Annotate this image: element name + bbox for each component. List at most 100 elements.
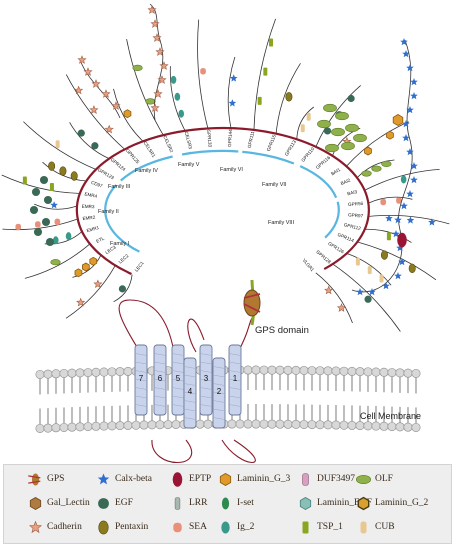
lipid-head — [379, 367, 389, 377]
family-label-iv: Family IV — [135, 168, 158, 174]
olf-cluster — [317, 103, 367, 153]
lipid-head — [355, 421, 365, 431]
tm-helix-2: 2 — [212, 357, 226, 429]
lipid-head — [147, 420, 157, 430]
n-terminal-tail — [363, 228, 412, 243]
eptp-icon — [172, 471, 183, 487]
n-terminal-tail — [65, 74, 125, 150]
lipid-head — [123, 420, 133, 430]
cadherin-icon — [76, 279, 103, 307]
ig2-icon — [221, 521, 230, 533]
lipid-head — [299, 419, 309, 429]
family-arc-viii — [324, 201, 340, 239]
sea-icon — [15, 218, 61, 231]
n-terminal-tail — [315, 85, 361, 148]
receptor-label: GPR128 — [315, 249, 332, 265]
receptor-label: EMR1 — [86, 225, 100, 233]
legend-item-laminin-egf: Laminin_EGF — [298, 495, 372, 511]
legend-item-eptp: EPTP — [170, 471, 211, 487]
gal-lectin-icon — [29, 496, 42, 510]
lipid-head — [51, 423, 61, 433]
pentaxin-icon — [380, 250, 416, 274]
laminin-g3-icon — [123, 109, 132, 119]
tm-helix-label: 1 — [233, 374, 238, 383]
receptor-label: BAI3 — [347, 189, 358, 196]
n-terminal-tail — [345, 121, 409, 167]
receptor-label: GPR126 — [327, 241, 345, 255]
lipid-head — [339, 420, 349, 430]
n-terminal-tail — [227, 56, 236, 129]
n-terminal-tail — [69, 122, 109, 159]
receptor-label: GPR97 — [348, 212, 364, 218]
gps-domain: GPS domain — [243, 279, 309, 336]
laminin-g2-icon — [357, 496, 370, 510]
receptor-label: GPR116 — [315, 155, 332, 170]
legend-item-laminin-g2: Laminin_G_2 — [356, 495, 428, 511]
pentaxin-icon — [285, 92, 293, 102]
lipid-head — [331, 366, 341, 376]
egf-icon — [77, 129, 99, 150]
gps-icon — [28, 473, 41, 485]
lipid-head — [99, 421, 109, 431]
n-terminal-tail — [1, 174, 80, 194]
pentaxin-icon — [98, 520, 109, 534]
lipid-head — [411, 422, 421, 432]
legend-item-laminin-g3: Laminin_G_3 — [218, 471, 290, 487]
lipid-head — [67, 422, 77, 432]
receptor-label: GPR133 — [206, 129, 213, 147]
lipid-head — [51, 369, 61, 379]
n-terminal-tail — [367, 196, 413, 204]
receptor-label: GPR123 — [97, 167, 115, 180]
lipid-head — [35, 423, 45, 433]
sea-icon — [200, 68, 206, 75]
legend-item-lrr: LRR — [170, 495, 207, 511]
calx-beta-icon — [385, 214, 436, 226]
legend-item-olf: OLF — [356, 471, 393, 487]
lipid-head — [403, 422, 413, 432]
lipid-head — [299, 365, 309, 375]
lipid-head — [371, 367, 381, 377]
tm-helix-7: 7 — [134, 344, 148, 416]
family-label-ii: Family II — [98, 209, 119, 215]
legend-item-calx-beta: Calx-beta — [96, 471, 152, 487]
lipid-head — [243, 365, 253, 375]
cadherin-chain — [147, 3, 169, 121]
legend-label: Ig_2 — [237, 522, 255, 532]
family-arc-i — [115, 234, 140, 253]
lipid-head — [291, 365, 301, 375]
n-terminal-tail — [2, 218, 78, 231]
egf-icon — [98, 497, 109, 509]
lipid-head — [203, 419, 213, 429]
cadherin-icon — [73, 85, 114, 134]
legend-item-ig2: Ig_2 — [218, 519, 254, 535]
lipid-head — [171, 419, 181, 429]
family-arc-iii — [104, 184, 117, 211]
helix-loops — [118, 299, 256, 464]
legend-item-cub: CUB — [356, 519, 395, 535]
lipid-head — [43, 369, 53, 379]
lipid-head — [123, 366, 133, 376]
receptor-label: CELSR3 — [184, 131, 193, 150]
cub-icon — [355, 257, 384, 283]
lipid-head — [283, 419, 293, 429]
i-set-icon — [221, 497, 230, 509]
lipid-head — [75, 422, 85, 432]
lipid-head — [115, 421, 125, 431]
lipid-head — [99, 367, 109, 377]
tm-helix-label: 5 — [176, 374, 181, 383]
lipid-head — [267, 365, 277, 375]
legend-item-i-set: I-set — [218, 495, 254, 511]
legend-item-cadherin: Cadherin — [28, 519, 82, 535]
lipid-head — [323, 420, 333, 430]
lipid-head — [315, 420, 325, 430]
lipid-head — [195, 419, 205, 429]
lipid-head — [347, 420, 357, 430]
receptor-label: BAI1 — [330, 167, 341, 177]
olf-icon — [356, 474, 371, 484]
legend-label: EPTP — [189, 474, 212, 484]
family-label-iii: Family III — [108, 184, 131, 190]
